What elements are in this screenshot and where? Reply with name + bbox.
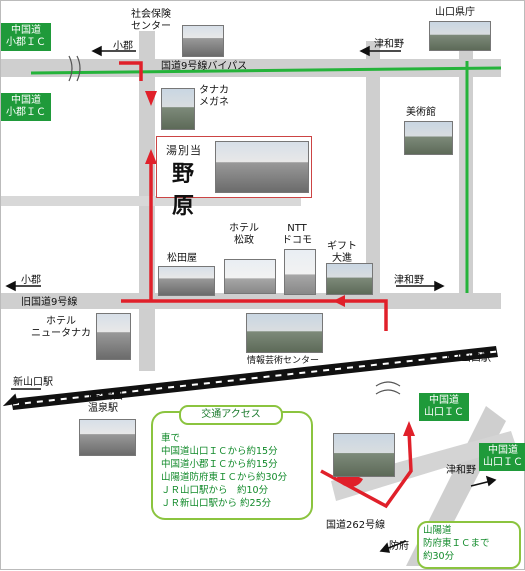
label-old-route9: 旧国道9号線 — [21, 297, 78, 308]
label-bypass: 国道9号線バイパス — [161, 61, 248, 72]
shakai-hoken-photo — [182, 25, 224, 57]
label-route262: 国道262号線 — [326, 520, 386, 531]
nohara-logo: 湯別当 野原 — [164, 141, 214, 219]
access-line-2: 中国道小郡ＩＣから約15分 — [161, 459, 278, 470]
ic-box-yamaguchi-mid: 中国道 山口ＩＣ — [419, 393, 469, 421]
houfu-note-line-2: 約30分 — [423, 551, 455, 562]
nohara-small-text: 湯別当 — [166, 144, 202, 157]
ic-box-yamaguchi-right: 中国道 山口ＩＣ — [479, 443, 525, 471]
dir-tsuwano-mid: 津和野 — [394, 275, 424, 286]
label-hotel-new-tanaka: ホテル ニュータナカ — [31, 316, 91, 339]
tanaka-megane-photo — [161, 88, 195, 130]
jouhou-geijutsu-photo — [246, 313, 323, 353]
access-line-1: 中国道山口ＩＣから約15分 — [161, 446, 278, 457]
dir-tsuwano-bottom: 津和野 — [446, 465, 476, 476]
houfu-note-line-0: 山陽道 — [423, 525, 452, 536]
label-jouhou-geijutsu: 情報芸術センター — [247, 356, 320, 366]
center-vertical-road — [366, 41, 380, 296]
label-kencho: 山口県庁 — [435, 7, 475, 18]
jr-yuda-photo — [79, 419, 136, 456]
kencho-photo — [429, 21, 491, 51]
bijutsukan-photo — [404, 121, 453, 155]
label-tanaka-megane: タナカ メガネ — [199, 85, 229, 108]
label-gift-taishin: ギフト 大進 — [327, 241, 357, 264]
dir-ogori-mid: 小郡 — [21, 275, 41, 286]
label-matsudaya: 松田屋 — [167, 253, 197, 264]
access-line-0: 車で — [161, 433, 181, 444]
houfu-note-box — [417, 521, 521, 569]
dir-houfu: 防府 — [389, 541, 409, 552]
dir-tsuwano-top: 津和野 — [374, 39, 404, 50]
nohara-big-text: 野原 — [172, 161, 195, 219]
access-line-3: 山陽道防府東ＩＣから約30分 — [161, 472, 288, 483]
matsudaya-photo — [158, 266, 215, 296]
label-jr-yamaguchi: ＪＲ山口駅 — [441, 353, 491, 364]
label-jr-yuda: ＪＲ湯田 温泉駅 — [83, 391, 123, 414]
ntt-photo — [284, 249, 316, 295]
ic-box-ogori-left: 中国道 小郡ＩＣ — [1, 93, 51, 121]
label-shakai-hoken: 社会保険 センター — [131, 9, 171, 32]
gift-taishin-photo — [326, 263, 373, 295]
route262-photo — [333, 433, 395, 477]
nohara-photo — [215, 141, 309, 193]
access-title: 交通アクセス — [179, 405, 283, 425]
hotel-matsumasa-photo — [224, 259, 276, 294]
label-ntt: NTT ドコモ — [282, 223, 312, 246]
access-line-5: ＪＲ新山口駅から 約25分 — [161, 498, 272, 509]
dir-ogori-top: 小郡 — [113, 41, 133, 52]
hotel-new-tanaka-photo — [96, 313, 131, 360]
access-line-4: ＪＲ山口駅から 約10分 — [161, 485, 269, 496]
recommended-route — [119, 61, 413, 509]
ic-box-ogori-top: 中国道 小郡ＩＣ — [1, 23, 51, 51]
nohara-ryokan-box: 湯別当 野原 — [156, 136, 312, 219]
label-bijutsukan: 美術館 — [406, 107, 436, 118]
bypass-green-line — [30, 66, 502, 75]
dir-shin-yamaguchi: 新山口駅 — [13, 377, 53, 388]
houfu-note-line-1: 防府東ＩＣまで — [423, 538, 490, 549]
label-hotel-matsumasa: ホテル 松政 — [229, 223, 259, 246]
